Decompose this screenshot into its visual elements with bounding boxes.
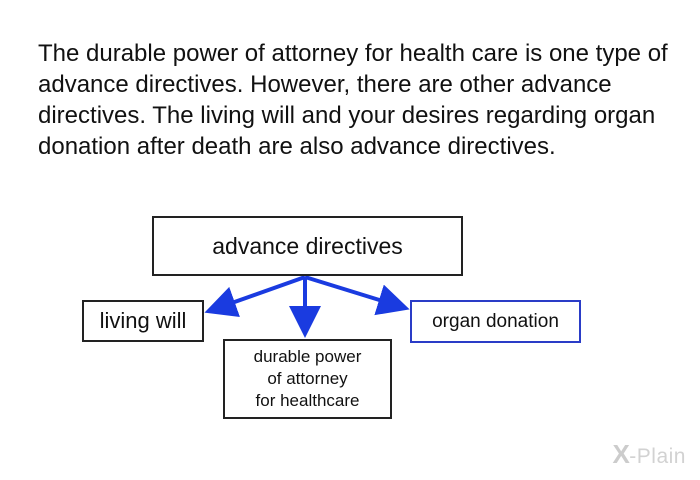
advance-directives-box: advance directives [152, 216, 463, 276]
living-will-box: living will [82, 300, 204, 342]
arrow-to-living-will [204, 275, 306, 318]
organ-donation-label: organ donation [432, 310, 559, 332]
organ-donation-box: organ donation [410, 300, 581, 343]
durable-power-line-1: durable power [253, 347, 362, 366]
advance-directives-label: advance directives [212, 232, 403, 259]
durable-power-line-2: of attorney [267, 369, 348, 388]
durable-power-line-3: for healthcare [255, 391, 360, 410]
intro-paragraph: The durable power of attorney for health… [38, 40, 668, 160]
arrow-to-organ-donation [304, 275, 410, 316]
living-will-label: living will [99, 308, 187, 333]
xplain-logo: X -Plain [612, 439, 686, 470]
durable-power-box: durable power of attorney for healthcare [223, 339, 392, 419]
xplain-logo-text: -Plain [629, 445, 686, 468]
xplain-logo-mark: X [612, 439, 631, 469]
